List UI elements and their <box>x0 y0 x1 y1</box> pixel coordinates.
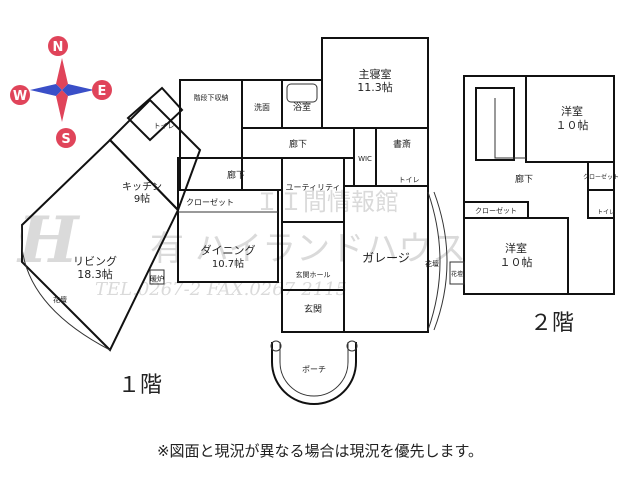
master-size: 11.3帖 <box>357 81 393 94</box>
flowerbed-2f <box>449 261 465 285</box>
east-marker <box>92 80 112 100</box>
living-label: リビング <box>73 254 117 268</box>
garage-flowerbed-arc <box>427 191 441 331</box>
west-marker <box>10 85 30 105</box>
compass: N E S W <box>10 36 112 148</box>
compass-n: N <box>53 40 64 55</box>
porch-label: ポーチ <box>302 365 326 374</box>
entrance-hall-label: 玄関ホール <box>296 270 331 279</box>
floor1-plan <box>20 37 448 405</box>
closet-b-label: クローゼット <box>583 173 619 181</box>
staircase <box>475 87 515 161</box>
stair-path <box>494 98 526 159</box>
toilet-b-label: トイレ <box>399 176 420 184</box>
floor-plan: H ＩＩ間情報館 有 ハイランドハウス TEL.0267-2 FAX.0267-… <box>10 36 619 405</box>
porch-pillar-left <box>270 340 282 352</box>
closet-label: クローゼット <box>186 197 234 207</box>
porch <box>271 342 357 405</box>
compass-s: S <box>61 132 70 147</box>
hall-2f-label: 廊下 <box>515 173 533 185</box>
compass-w: W <box>13 89 27 104</box>
western-b-label: 洋室 <box>505 241 527 255</box>
washroom-label: 洗面 <box>254 102 270 112</box>
watermark: H ＩＩ間情報館 有 ハイランドハウス TEL.0267-2 FAX.0267-… <box>16 188 466 300</box>
western-a-label: 洋室 <box>561 104 583 118</box>
hall-a-label: 廊下 <box>289 138 307 150</box>
flowerbed-2f-label: 花壇 <box>451 270 463 278</box>
hearth-label: 暖炉 <box>150 274 164 283</box>
kitchen <box>108 98 202 212</box>
kitchen-label: キッチン <box>122 181 162 193</box>
floor2-title: ２階 <box>530 311 574 336</box>
watermark-line2: 有 ハイランドハウス <box>150 229 466 269</box>
living-bay <box>20 224 111 351</box>
north-marker <box>48 36 68 56</box>
living-room <box>21 138 180 352</box>
western-room-a <box>525 75 615 163</box>
western-a-size: １０帖 <box>556 119 589 132</box>
toilet-2f <box>587 189 615 219</box>
bathtub-icon <box>286 83 318 103</box>
entrance <box>281 289 345 333</box>
western-room-b <box>463 217 569 295</box>
floor1-labels: リビング 18.3帖 キッチン 9帖 ダイニング 10.7帖 主寝室 11.3帖… <box>53 67 439 398</box>
hearth-icon <box>149 269 165 285</box>
toilet-a-label: トイレ <box>154 122 175 130</box>
kitchen-size: 9帖 <box>134 192 150 205</box>
closet-a-label: クローゼット <box>475 206 517 215</box>
floor2-labels: 洋室 １０帖 洋室 １０帖 廊下 クローゼット クローゼット トイレ 花壇 ２階 <box>451 104 619 336</box>
hall-b-label: 廊下 <box>227 169 245 181</box>
entrance-label: 玄関 <box>304 303 322 315</box>
toilet-upper <box>126 86 184 142</box>
south-marker <box>56 128 76 148</box>
living-size: 18.3帖 <box>77 268 113 281</box>
compass-e: E <box>98 84 107 99</box>
study-label: 書斎 <box>393 138 411 150</box>
floor1-title: １階 <box>118 373 162 398</box>
western-b-size: １０帖 <box>500 256 533 269</box>
wic-label: WIC <box>358 155 372 163</box>
utility-label: ユーティリティ <box>285 183 340 192</box>
dining-label: ダイニング <box>201 243 256 257</box>
floor2-plan <box>449 75 615 295</box>
disclaimer-note: ※図面と現況が異なる場合は現況を優先します。 <box>156 442 484 460</box>
floor2-outline <box>463 75 615 295</box>
bath-label: 浴室 <box>293 101 311 113</box>
master-label: 主寝室 <box>359 67 392 81</box>
dining-size: 10.7帖 <box>212 257 244 270</box>
toilet-2f-label: トイレ <box>597 209 615 216</box>
flowerbed-a-label: 花壇 <box>53 295 67 304</box>
stair-storage-label: 階段下収納 <box>194 93 229 102</box>
garage-label: ガレージ <box>362 251 410 265</box>
flowerbed-b-label: 花壇 <box>425 259 439 268</box>
porch-pillar-right <box>346 340 358 352</box>
